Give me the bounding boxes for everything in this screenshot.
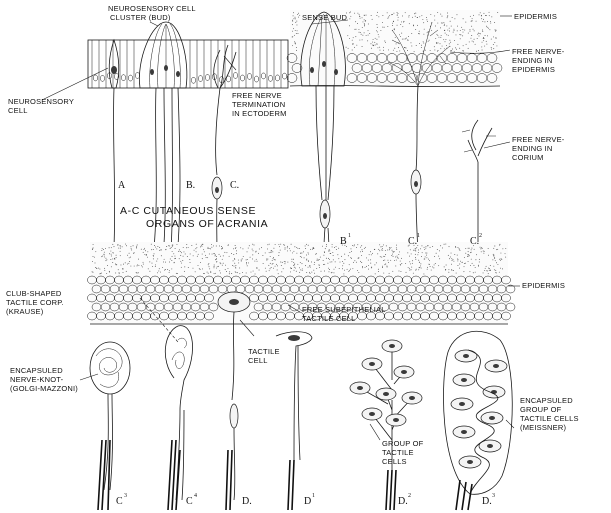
label-encapsuled-group-3: TACTILE CELLS xyxy=(520,414,579,423)
label-group-tactile-3: CELLS xyxy=(382,457,407,466)
meissner-corpuscle xyxy=(443,331,512,510)
fig-letter-d: D. xyxy=(242,496,252,507)
label-free-subepithelial-1: FREE SUBEPITHELIAL xyxy=(302,305,386,314)
fig-letter-c4-sup: 4 xyxy=(194,493,197,499)
fig-letter-c1-sup: 1 xyxy=(417,233,420,239)
free-subepithelial-tactile-cell xyxy=(276,332,312,510)
label-free-nerve-corium-2: ENDING IN xyxy=(512,144,553,153)
label-neurosensory-cell-1: NEUROSENSORY xyxy=(8,97,74,106)
fig-letter-b1-sup: 1 xyxy=(348,233,351,239)
label-club-shaped-3: (KRAUSE) xyxy=(6,307,44,316)
label-epidermis-bottom: EPIDERMIS xyxy=(522,281,565,290)
label-encapsuled-knot-3: (GOLGI-MAZZONI) xyxy=(10,384,78,393)
caption-acrania-2: ORGANS OF ACRANIA xyxy=(146,218,268,230)
label-club-shaped-1: CLUB-SHAPED xyxy=(6,289,62,298)
caption-acrania-1: A-C CUTANEOUS SENSE xyxy=(120,205,256,217)
fig-letter-a: A xyxy=(118,180,126,191)
fig-letter-d2-sup: 2 xyxy=(408,493,411,499)
label-epidermis-top: EPIDERMIS xyxy=(514,12,557,21)
label-club-shaped-2: TACTILE CORP. xyxy=(6,298,64,307)
fig-letter-c: C. xyxy=(230,180,239,191)
group-of-tactile-cells xyxy=(350,340,422,510)
label-encapsuled-group-2: GROUP OF xyxy=(520,405,562,414)
label-encapsuled-group-1: ENCAPSULED xyxy=(520,396,573,405)
label-free-nerve-epidermis-2: ENDING IN xyxy=(512,56,553,65)
fig-letter-c2-sup: 2 xyxy=(479,233,482,239)
label-free-nerve-corium-3: CORIUM xyxy=(512,153,544,162)
fig-letter-d3: D. xyxy=(482,496,492,507)
label-tactile-cell-1: TACTILE xyxy=(248,347,280,356)
fig-letter-c3-sup: 3 xyxy=(124,493,127,499)
fig-letter-b1: B xyxy=(340,236,347,247)
intraepithelial-tactile-cell xyxy=(218,292,250,510)
label-encapsuled-knot-1: ENCAPSULED xyxy=(10,366,63,375)
label-neurosensory-cell-2: CELL xyxy=(8,106,28,115)
fig-letter-c1: C. xyxy=(408,236,417,247)
label-free-nerve-epidermis-3: EPIDERMIS xyxy=(512,65,555,74)
golgi-mazzoni-corpuscle xyxy=(90,342,130,510)
fig-letter-b: B. xyxy=(186,180,195,191)
fig-letter-d3-sup: 3 xyxy=(492,493,495,499)
fig-letter-c3: C xyxy=(116,496,123,507)
label-group-tactile-2: TACTILE xyxy=(382,448,414,457)
label-tactile-cell-2: CELL xyxy=(248,356,268,365)
label-encapsuled-knot-2: NERVE-KNOT- xyxy=(10,375,64,384)
fig-letter-c2: C. xyxy=(470,236,479,247)
krause-corpuscle xyxy=(165,326,192,510)
label-free-nerve-ectoderm-3: IN ECTODERM xyxy=(232,109,287,118)
label-encapsuled-group-4: (MEISSNER) xyxy=(520,423,566,432)
label-group-tactile-1: GROUP OF xyxy=(382,439,424,448)
label-sense-bud: SENSE BUD xyxy=(302,13,348,22)
label-free-nerve-epidermis-1: FREE NERVE- xyxy=(512,47,565,56)
label-free-subepithelial-2: TACTILE CELL xyxy=(302,314,356,323)
label-neurosensory-cluster-1: NEUROSENSORY CELL xyxy=(108,4,196,13)
label-neurosensory-cluster-2: CLUSTER (BUD) xyxy=(110,13,171,22)
acrania-ectoderm-panel xyxy=(88,22,288,270)
label-free-nerve-ectoderm-1: FREE NERVE xyxy=(232,91,282,100)
fig-letter-d1-sup: 1 xyxy=(312,493,315,499)
fig-letter-d2: D. xyxy=(398,496,408,507)
fig-letter-c4: C xyxy=(186,496,193,507)
label-free-nerve-ectoderm-2: TERMINATION xyxy=(232,100,285,109)
fig-letter-d1: D xyxy=(304,496,311,507)
label-free-nerve-corium-1: FREE NERVE- xyxy=(512,135,565,144)
